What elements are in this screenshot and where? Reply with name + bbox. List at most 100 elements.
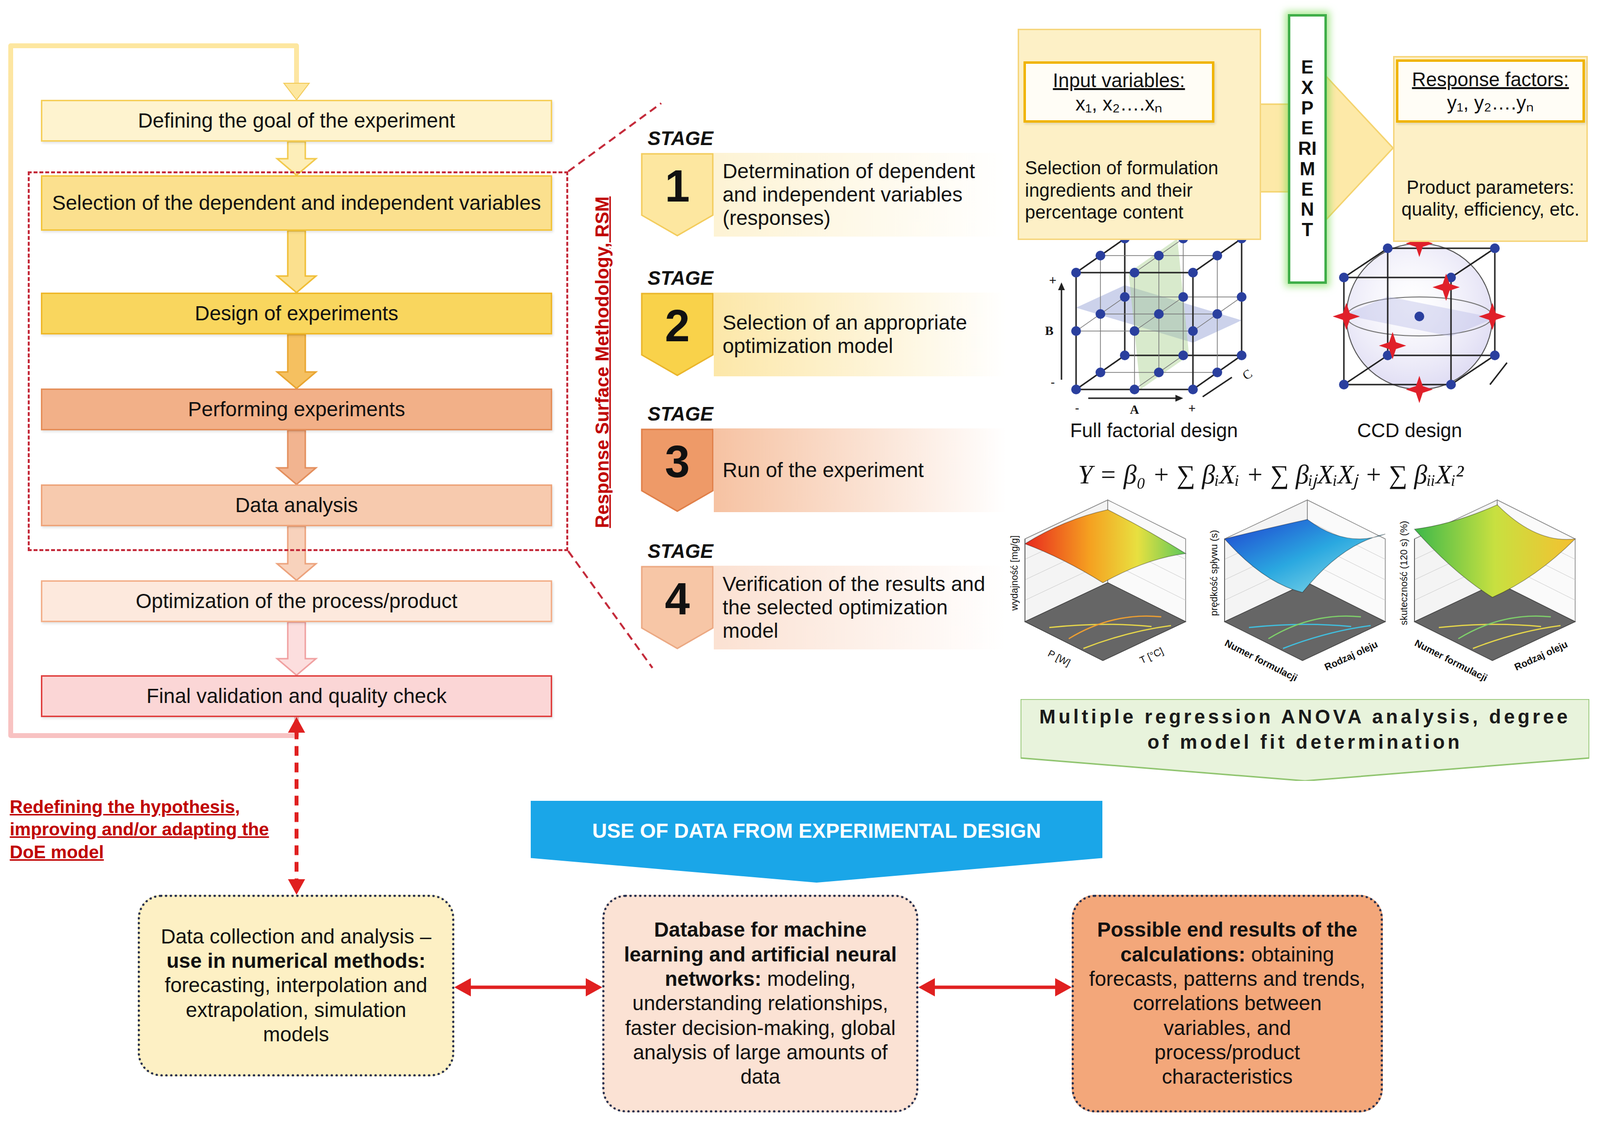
design-point [1153, 367, 1164, 378]
contour [1083, 625, 1172, 649]
plot-axis-label: Rodzaj oleju [1512, 638, 1570, 674]
design-point [1188, 326, 1198, 336]
banner-text: USE OF DATA FROM EXPERIMENTAL DESIGN [582, 819, 1051, 843]
plot-axis-label: prędkość spływu (s) [1208, 530, 1220, 617]
box-text: Design of experiments [194, 301, 399, 326]
figure-line [1387, 247, 1495, 250]
vertical-text: EXPERIMENT [1298, 57, 1317, 241]
link-arrow [287, 717, 305, 895]
block-arrow [277, 526, 317, 581]
stage-label: STAGE [647, 127, 714, 150]
stage-number: 4 [640, 565, 714, 633]
design-point [1178, 292, 1189, 302]
design-point [1071, 267, 1081, 278]
axis-name: C [1239, 366, 1255, 384]
box-text: Response factors: [1412, 67, 1569, 92]
figure-line [1134, 297, 1184, 332]
contour [1268, 615, 1361, 639]
arrow-head [918, 978, 935, 997]
design-point [1382, 243, 1393, 254]
plot-axis-label: wydajność [mg/g] [1008, 535, 1021, 612]
info-body: Data collection and analysis – use in nu… [154, 924, 438, 1048]
input-panel: Selection of formulation ingredients and… [1017, 28, 1262, 241]
axial-point [1378, 332, 1407, 360]
box-text: Input variables: [1052, 68, 1185, 93]
stage-text: Determination of dependent and independe… [713, 152, 1006, 237]
design-point [1178, 350, 1189, 361]
box-text: x₁, x₂….xₙ [1075, 92, 1163, 116]
design-figures [1024, 229, 1576, 661]
axial-point [1332, 302, 1360, 331]
plot-axis-label: Numer formulacji [1223, 637, 1300, 684]
flow-arrow [277, 230, 317, 293]
plot-axis-label: skuteczność (120 s) (%) [1398, 520, 1410, 626]
plot-axis-label: T [°C] [1137, 645, 1166, 667]
banner-text: Multiple regression ANOVA analysis, degr… [1020, 704, 1590, 755]
response-panel: Product parameters: quality, efficiency,… [1393, 55, 1588, 242]
contour [1283, 625, 1371, 649]
figure-line [1088, 397, 1178, 400]
surface-plot [1024, 500, 1186, 661]
response-surface [1414, 504, 1576, 598]
variable-box: Input variables:x₁, x₂….xₙ [1023, 61, 1215, 123]
zoom-line [568, 551, 653, 669]
contour [1438, 624, 1542, 628]
experiment-bar: EXPERIMENT [1287, 14, 1327, 284]
process-box: Optimization of the process/product [40, 580, 553, 623]
feedback-note: Redefining the hypothesis, improving and… [9, 796, 290, 864]
link-arrow [918, 978, 1072, 997]
design-point [1339, 272, 1349, 283]
block-arrow [277, 334, 317, 389]
figure-line [1060, 288, 1063, 380]
connector-line [294, 729, 299, 883]
arrow-head [454, 978, 471, 997]
design-point [1119, 292, 1130, 302]
stage-badge: 3 [640, 428, 714, 513]
box-text: Data analysis [235, 493, 358, 518]
design-point [1212, 367, 1223, 378]
figure-line [1343, 384, 1452, 386]
stage-label: STAGE [647, 403, 714, 426]
stage-step: STAGE3Run of the experiment [640, 403, 1021, 516]
design-point [1212, 250, 1223, 261]
figure-line [1450, 277, 1452, 385]
connector-line [931, 986, 1059, 990]
stage-badge: 2 [640, 292, 714, 377]
arrow-head [283, 83, 310, 100]
block-arrow [277, 141, 317, 176]
info-body: Possible end results of the calculations… [1088, 917, 1366, 1090]
data-banner: USE OF DATA FROM EXPERIMENTAL DESIGN [530, 800, 1103, 883]
arrow-head [1055, 978, 1072, 997]
response-surface [1024, 509, 1186, 583]
link-arrow [454, 978, 603, 997]
response-surface [1343, 296, 1495, 337]
axial-point [1478, 302, 1507, 331]
axis-name: B [1044, 323, 1054, 339]
contour [1068, 615, 1162, 639]
response-surface [1224, 519, 1386, 593]
design-point [1236, 292, 1247, 302]
stage-step: STAGE2Selection of an appropriate optimi… [640, 267, 1021, 380]
axis-sign: + [1188, 400, 1196, 416]
figure-line [1024, 539, 1026, 622]
stage-label: STAGE [647, 540, 714, 563]
box-text: Defining the goal of the experiment [137, 108, 455, 133]
flow-arrow [277, 141, 317, 176]
info-box: Database for machine learning and artifi… [602, 894, 919, 1113]
axis-head [1175, 394, 1184, 402]
stage-step: STAGE4Verification of the results and th… [640, 540, 1021, 653]
flow-arrow [277, 526, 317, 581]
contour [1049, 624, 1152, 628]
box-text: Performing experiments [187, 397, 406, 422]
design-point [1129, 326, 1140, 336]
info-text: forecasting, interpolation and extrapola… [164, 973, 428, 1046]
design-point [1489, 243, 1500, 254]
process-box: Performing experiments [40, 388, 553, 431]
variable-box: Response factors:y₁, y₂….yₙ [1395, 59, 1585, 123]
axis-head [1058, 282, 1065, 291]
process-box: Design of experiments [40, 292, 553, 335]
figure-line [1202, 377, 1232, 397]
figure-line [1387, 248, 1389, 356]
arrow-head [287, 879, 305, 895]
design-point [1188, 267, 1198, 278]
